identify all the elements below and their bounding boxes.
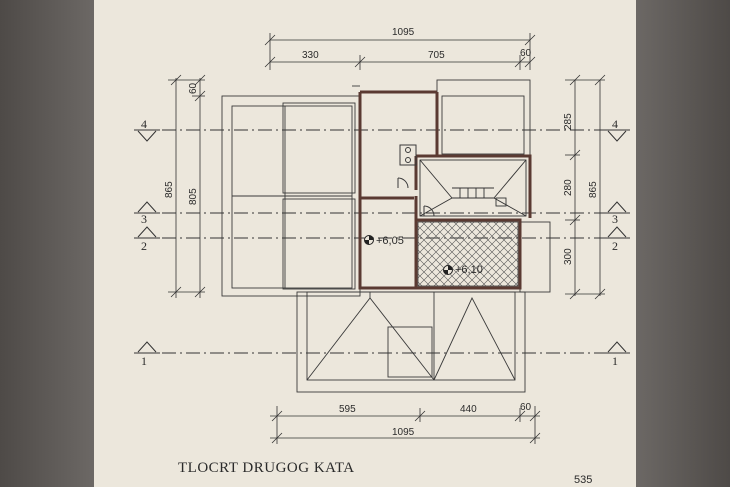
dim-left-inner: 805	[188, 188, 199, 205]
blurred-margin-left	[0, 0, 94, 487]
axis-label-4-right: 4	[612, 117, 618, 131]
axis-markers-right	[604, 129, 630, 354]
staircase	[419, 159, 527, 217]
axis-label-4-left: 4	[141, 117, 147, 131]
dim-bottom-total: 1095	[392, 427, 415, 438]
level-label-right: +6,10	[455, 264, 483, 276]
axis-lines	[162, 129, 606, 354]
dim-right-seg-1: 285	[563, 113, 574, 130]
right-dimension-chain	[565, 74, 606, 300]
dim-bottom-seg-1: 595	[339, 404, 356, 415]
blurred-margin-right	[636, 0, 730, 487]
dim-top-total: 1095	[392, 27, 415, 38]
level-marker-right	[443, 265, 453, 275]
dim-right-seg-3: 300	[563, 248, 574, 265]
dim-right-outer: 865	[588, 181, 599, 198]
axis-label-1-right: 1	[612, 354, 618, 368]
dim-left-top: 60	[188, 82, 199, 94]
dim-right-seg-2: 280	[563, 179, 574, 196]
dim-bottom-seg-3: 60	[520, 402, 532, 413]
dim-top-seg-1: 330	[302, 50, 319, 61]
axis-label-2-right: 2	[612, 239, 618, 253]
drawing-sheet	[94, 0, 636, 487]
axis-label-3-right: 3	[612, 212, 618, 226]
axis-markers-left	[134, 129, 160, 354]
page-number: 535	[574, 474, 593, 486]
drawing-title: TLOCRT DRUGOG KATA	[178, 460, 355, 476]
interior-walls	[397, 144, 435, 217]
axis-label-2-left: 2	[141, 239, 147, 253]
bottom-dimension-chain	[270, 406, 541, 444]
dim-top-seg-2: 705	[428, 50, 445, 61]
exterior-walls	[358, 90, 532, 290]
left-dimension-chain	[168, 74, 206, 298]
level-marker-left	[364, 235, 374, 245]
dim-bottom-seg-2: 440	[460, 404, 477, 415]
terrace-hatch	[417, 221, 519, 287]
dim-top-seg-3: 60	[520, 48, 532, 59]
axis-label-3-left: 3	[141, 212, 147, 226]
axis-label-1-left: 1	[141, 354, 147, 368]
top-dimension-chain	[264, 33, 536, 70]
dim-left-outer: 865	[164, 181, 175, 198]
level-label-left: +6,05	[376, 235, 404, 247]
